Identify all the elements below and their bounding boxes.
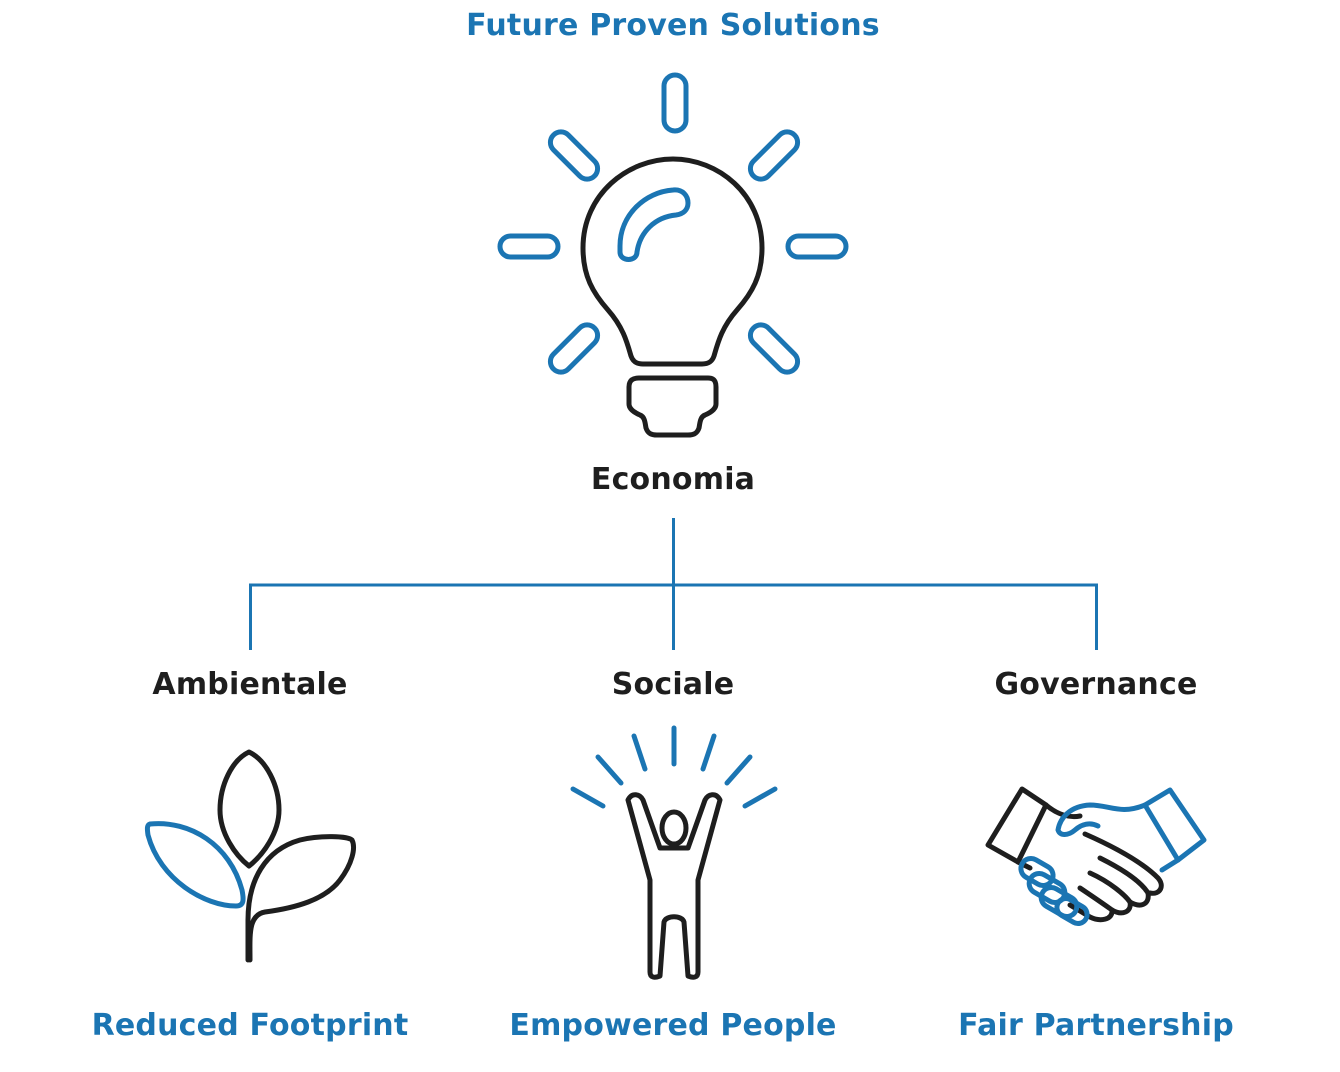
branch-label-governance: Governance xyxy=(994,667,1198,702)
caption-reduced-footprint: Reduced Footprint xyxy=(91,1008,409,1043)
plant-leaves-icon xyxy=(144,749,356,963)
branch-label-ambientale: Ambientale xyxy=(152,667,348,702)
handshake-icon xyxy=(985,786,1207,926)
tree-connector-lines xyxy=(249,518,1098,650)
cheering-person-icon xyxy=(570,725,778,980)
root-label-economia: Economia xyxy=(590,462,756,497)
lightbulb-icon xyxy=(497,72,849,438)
caption-fair-partnership: Fair Partnership xyxy=(958,1008,1234,1043)
diagram-title: Future Proven Solutions xyxy=(466,8,880,43)
branch-label-sociale: Sociale xyxy=(611,667,735,702)
caption-empowered-people: Empowered People xyxy=(509,1008,837,1043)
